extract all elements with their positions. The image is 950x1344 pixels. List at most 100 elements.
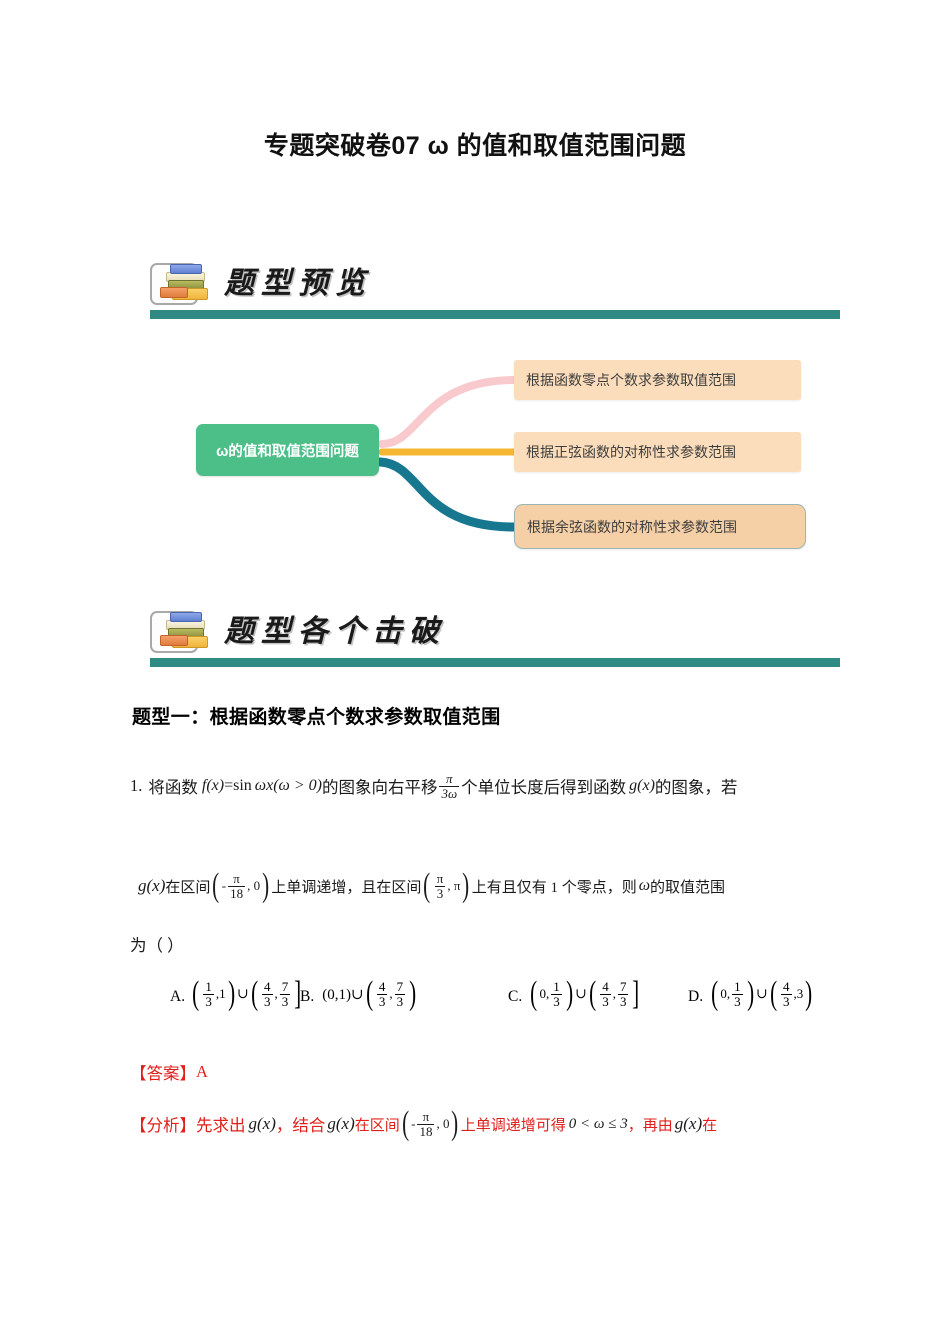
fraction-denominator: 3 (279, 993, 291, 1009)
book-orange (160, 635, 188, 646)
fraction-1-over-3: 1 3 (551, 980, 562, 1008)
option-a[interactable]: A. ( 1 3 ,1 ) ∪ ( 4 3 , 7 3 ] (170, 974, 304, 1012)
option-d-part-1: ( 0, 1 3 ) (709, 976, 756, 1011)
fraction-4-over-3: 4 3 (262, 980, 273, 1008)
option-d[interactable]: D. ( 0, 1 3 ) ∪ ( 4 3 ,3 ) (688, 974, 815, 1012)
paren-close: ) (565, 974, 573, 1012)
option-d-part-2: ( 4 3 ,3 ) (768, 974, 815, 1012)
fraction-denominator: 3 (203, 993, 214, 1009)
function-g-args: (x) (335, 1114, 355, 1134)
fraction-1-over-3: 1 3 (732, 980, 743, 1008)
fraction-7-over-3: 7 3 (394, 979, 406, 1008)
question-text-range: 的取值范围 (650, 879, 726, 896)
fraction-numerator: 4 (264, 979, 271, 994)
answer-value: A (196, 1062, 208, 1081)
fraction-denominator: 3 (434, 885, 446, 901)
page-title: 专题突破卷07 ω 的值和取值范围问题 (263, 132, 687, 160)
book-blue (170, 612, 202, 622)
section-heading-text: 题型预览 (224, 267, 372, 300)
bracket-close: ] (632, 974, 640, 1012)
union-symbol: ∪ (575, 986, 587, 1002)
analysis-text-6: 在 (702, 1117, 718, 1134)
paren-open: ( (212, 866, 220, 904)
fraction-denominator: 18 (228, 885, 246, 901)
paren-close: ) (805, 974, 813, 1012)
mindmap-branch-node-1[interactable]: 根据函数零点个数求参数取值范围 (514, 360, 801, 400)
fraction-4-over-3: 4 3 (600, 980, 611, 1008)
books-icon (150, 260, 212, 306)
mindmap-connectors (375, 376, 519, 532)
omega-symbol: ω (638, 877, 651, 895)
option-a-part-2: ( 4 3 , 7 3 ] (250, 974, 302, 1012)
mindmap-branch-node-3[interactable]: 根据余弦函数的对称性求参数范围 (514, 504, 806, 549)
question-text-c: 个单位长度后得到函数 (461, 778, 627, 798)
fraction-denominator: 3 (617, 993, 629, 1009)
section-header-breakdown: 题型各个击破 (150, 606, 840, 680)
paren-open: ( (423, 866, 431, 904)
fraction-denominator: 3 (262, 993, 273, 1009)
option-b[interactable]: B. (0,1)∪ ( 4 3 , 7 3 ) (300, 974, 418, 1012)
function-g-args: (x) (637, 777, 655, 795)
paren-open: ( (365, 974, 373, 1012)
paren-open: ( (589, 974, 597, 1012)
function-g-args: (x) (683, 1114, 703, 1134)
function-g: g (674, 1114, 684, 1134)
fraction-numerator: 7 (396, 979, 404, 994)
union-symbol: ∪ (755, 986, 768, 1002)
option-b-plain: (0,1)∪ (322, 986, 364, 1003)
option-c[interactable]: C. ( 0, 1 3 ) ∪ ( 4 3 , 7 3 ] (508, 974, 642, 1012)
mindmap-branch-label-1: 根据函数零点个数求参数取值范围 (526, 372, 736, 388)
function-g: g (248, 1114, 258, 1134)
mindmap-branch-label-3: 根据余弦函数的对称性求参数范围 (527, 518, 737, 535)
question-text-interval-a: 在区间 (165, 879, 211, 896)
fraction-numerator: π (422, 1109, 430, 1124)
analysis-row: 【分析】 先求出 g (x) ，结合 g (x) 在区间 ( - π 18 , … (130, 1104, 718, 1142)
paren-open: ( (401, 1104, 409, 1142)
interval-neg-pi-18-to-0: ( - π 18 , 0 ) (210, 866, 271, 904)
question-line-2: g (x) 在区间 ( - π 18 , 0 ) 上单调递增，且在区间 ( π … (138, 866, 726, 904)
fraction-pi-over-18: π 18 (228, 872, 246, 901)
paren-close: ) (409, 974, 417, 1012)
question-number: 1. (130, 776, 143, 796)
fraction-denominator: 18 (417, 1123, 435, 1139)
paren-close: ) (227, 974, 235, 1012)
fraction-numerator: 4 (783, 979, 790, 994)
function-g: g (138, 876, 147, 896)
question-text-d: 的图象，若 (654, 778, 738, 798)
fraction-numerator: π (446, 771, 453, 786)
function-f-args: (x) (206, 777, 225, 795)
fraction-numerator: 1 (553, 979, 560, 994)
interval-right-endpoint: , 0 (247, 878, 261, 894)
question-text-b: 的图象向右平移 (321, 778, 438, 798)
mindmap-root-node[interactable]: ω的值和取值范围问题 (196, 424, 379, 476)
option-a-label: A. (170, 988, 186, 1006)
analysis-text-4: 上单调递增可得 (460, 1117, 566, 1134)
fraction-denominator: 3 (781, 993, 792, 1009)
function-g-args: (x) (146, 876, 166, 896)
mindmap-branch-node-2[interactable]: 根据正弦函数的对称性求参数范围 (514, 432, 801, 472)
section-header-preview: 题型预览 (150, 258, 840, 332)
paren-close: ) (451, 1104, 459, 1142)
fraction-pi-over-3: π 3 (434, 871, 446, 901)
interval-right-endpoint: , π (447, 878, 461, 894)
question-type-heading: 题型一：根据函数零点个数求参数取值范围 (132, 707, 501, 728)
fraction-pi-over-3omega: π 3ω (439, 771, 460, 800)
interval-pi-3-to-pi: ( π 3 , π ) (421, 866, 471, 904)
analysis-text-2: ，结合 (275, 1116, 326, 1136)
function-g: g (327, 1114, 336, 1134)
fraction-numerator: 1 (734, 979, 741, 994)
answer-label: 【答案】 (130, 1064, 196, 1083)
function-f: f (201, 777, 207, 795)
fraction-numerator: π (436, 871, 444, 886)
question-text-zero-count: 上有且仅有 1 个零点，则 (471, 879, 637, 896)
union-symbol: ∪ (236, 986, 249, 1002)
fraction-numerator: 4 (378, 979, 386, 994)
paren-open: ( (250, 974, 258, 1012)
fraction-numerator: 1 (205, 979, 212, 994)
question-text-interval-b: 上单调递增，且在区间 (271, 879, 422, 896)
option-b-part-1: ( 4 3 , 7 3 ) (365, 974, 417, 1012)
fraction-numerator: 4 (602, 979, 609, 994)
mindmap-root-label: ω的值和取值范围问题 (216, 443, 359, 460)
option-a-part-1: ( 1 3 ,1 ) (190, 974, 237, 1012)
